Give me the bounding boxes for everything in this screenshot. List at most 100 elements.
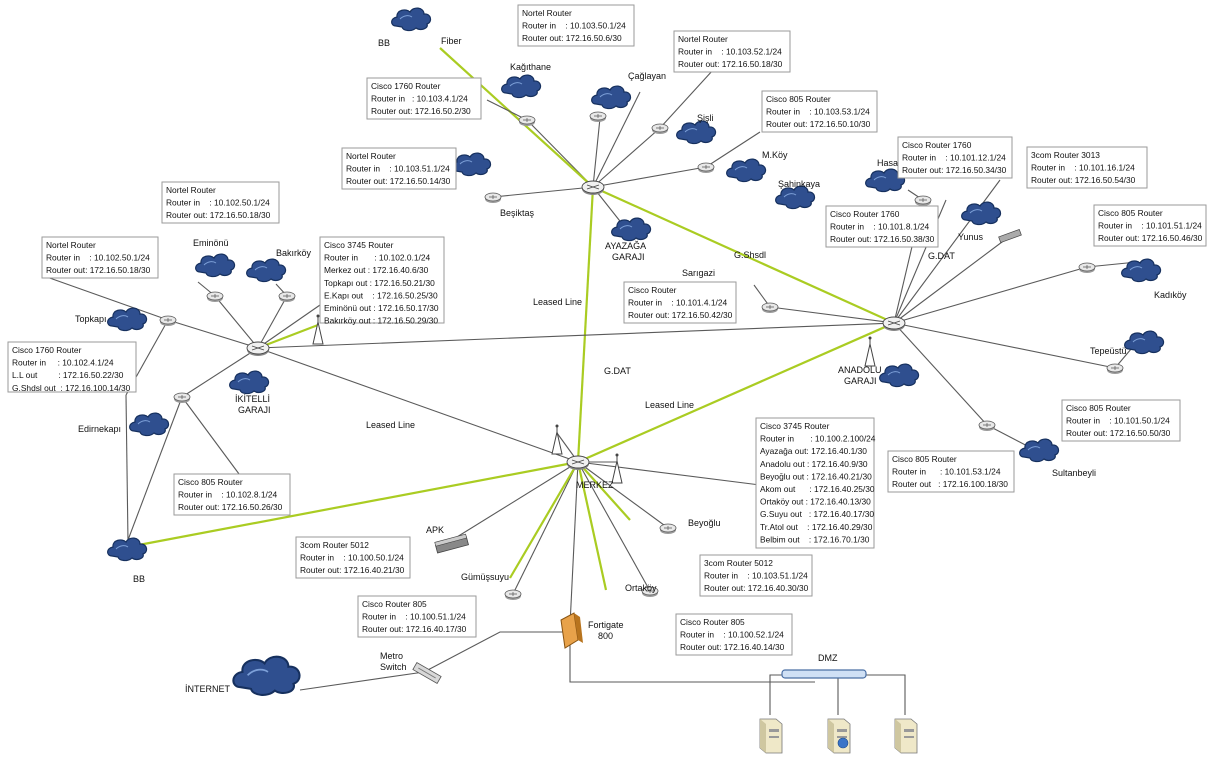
label-apk: APK [426,525,444,535]
label-dmz: DMZ [818,653,838,663]
box-3com3013-line-1: Router in : 10.101.16.1/24 [1031,163,1135,173]
box-nortel-top-line-1: Router in : 10.103.50.1/24 [522,21,626,31]
label-anadolu-1: ANADOLU [838,365,882,375]
label-besiktas: Beşiktaş [500,208,535,218]
box-cisco1760-kagithane-line-0: Cisco 1760 Router [371,81,441,91]
label-bakirkoy: Bakırköy [276,248,312,258]
label-gumussuyu: Gümüşsuyu [461,572,509,582]
cloud-sahinkaya [775,185,816,210]
box-3com5012-apk-line-0: 3com Router 5012 [300,540,369,550]
box-cisco805-sisli-line-2: Router out: 172.16.50.10/30 [766,119,871,129]
cloud-besiktas [451,152,492,177]
box-cisco3745-merkez-line-5: Akom out : 172.16.40.25/30 [760,484,875,494]
cloud-bb-bottom [107,537,148,562]
box-nortel-eminonu-line-1: Router in : 10.102.50.1/24 [166,198,270,208]
box-nortel-besiktas-line-0: Nortel Router [346,151,396,161]
router-apk [434,533,469,554]
box-cisco805-edirnekapi-line-1: Router in : 10.102.8.1/24 [178,490,278,500]
router-tepeustu [1106,363,1124,375]
router-hub-ikitelli [246,341,270,357]
router-sarigazi [761,302,779,314]
box-cisco1760-sahinkaya-line-0: Cisco Router 1760 [830,209,900,219]
label-anadolu-2: GARAJI [844,376,877,386]
router-kagithane [518,115,536,127]
router-mkoy [697,162,715,174]
label-metro-switch-1: Metro [380,651,403,661]
box-cisco805-kadikoy-line-1: Router in : 10.101.51.1/24 [1098,221,1202,231]
box-cisco1760-topkapi-line-0: Cisco 1760 Router [12,345,82,355]
router-topkapi [159,315,177,327]
box-cisco3745-merkez-line-0: Cisco 3745 Router [760,421,830,431]
router-edirnekapi [173,392,191,404]
box-cisco805-sisli-line-0: Cisco 805 Router [766,94,831,104]
label-mkoy: M.Köy [762,150,788,160]
box-cisco1760-sahinkaya-line-2: Router out: 172.16.50.38/30 [830,234,935,244]
server-2 [827,718,851,754]
box-cisco805-gumussuyu-line-0: Cisco Router 805 [362,599,427,609]
label-internet: İNTERNET [185,684,231,694]
label-fortigate-1: Fortigate [588,620,624,630]
box-3com5012-apk-line-2: Router out: 172.16.40.21/30 [300,565,405,575]
label-yunus: Yunus [958,232,984,242]
box-cisco3745-ikitelli-line-1: Router in : 10.102.0.1/24 [324,253,430,263]
tower-merkez-left [551,424,563,455]
box-cisco3745-merkez-line-9: Belbim out : 172.16.70.1/30 [760,534,870,544]
label-leased-line-center: Leased Line [533,297,582,307]
label-sarigazi: Sarıgazi [682,268,715,278]
cloud-sultanbeyli [1019,438,1060,463]
label-sisli: Şişli [697,113,714,123]
box-nortel-caglayan-line-1: Router in : 10.103.52.1/24 [678,47,782,57]
cloud-caglayan [591,85,632,110]
cloud-internet [232,655,301,696]
cloud-ikitelli [229,370,270,395]
tower-anadolu [864,336,876,367]
router-kadikoy [1078,262,1096,274]
cloud-anadolu [879,363,920,388]
label-caglayan: Çağlayan [628,71,666,81]
tower-merkez-right [611,453,623,484]
server-1 [759,718,783,754]
router-hub-anadolu [882,316,906,332]
box-cisco805-kadikoy-line-2: Router out: 172.16.50.46/30 [1098,233,1203,243]
box-cisco3745-ikitelli-line-4: E.Kapı out : 172.16.50.25/30 [324,290,438,300]
label-tepeustu: Tepeüstü [1090,346,1127,356]
box-cisco3745-merkez-line-4: Beyoğlu out : 172.16.40.21/30 [760,471,872,481]
router-caglayan [589,111,607,123]
box-cisco805-tepeustu-line-0: Cisco 805 Router [1066,403,1131,413]
cloud-bb-top [391,7,432,32]
box-3com5012-beyoglu-line-0: 3com Router 5012 [704,558,773,568]
box-cisco1760-topkapi-line-3: G.Shdsl out : 172.16.100.14/30 [12,383,131,393]
cloud-yunus [961,201,1002,226]
label-ortakoy: Ortaköy [625,583,657,593]
box-3com3013-line-0: 3com Router 3013 [1031,150,1100,160]
box-cisco3745-merkez-line-1: Router in : 10.100.2.100/24 [760,434,876,444]
label-ayazaga-1: AYAZAĞA [605,241,646,251]
cloud-mkoy [726,158,767,183]
box-nortel-eminonu-line-0: Nortel Router [166,185,216,195]
box-cisco3745-ikitelli-line-5: Eminönü out : 172.16.50.17/30 [324,303,439,313]
label-bb-top: BB [378,38,390,48]
label-metro-switch-2: Switch [380,662,407,672]
router-hub-ayazaga [581,180,605,196]
label-beyoglu: Beyoğlu [688,518,721,528]
dmz-switch [781,669,867,679]
label-merkez: MERKEZ [576,480,614,490]
label-ikitelli-2: GARAJI [238,405,271,415]
box-nortel-topkapi-line-2: Router out: 172.16.50.18/30 [46,265,151,275]
cloud-sisli [676,120,717,145]
